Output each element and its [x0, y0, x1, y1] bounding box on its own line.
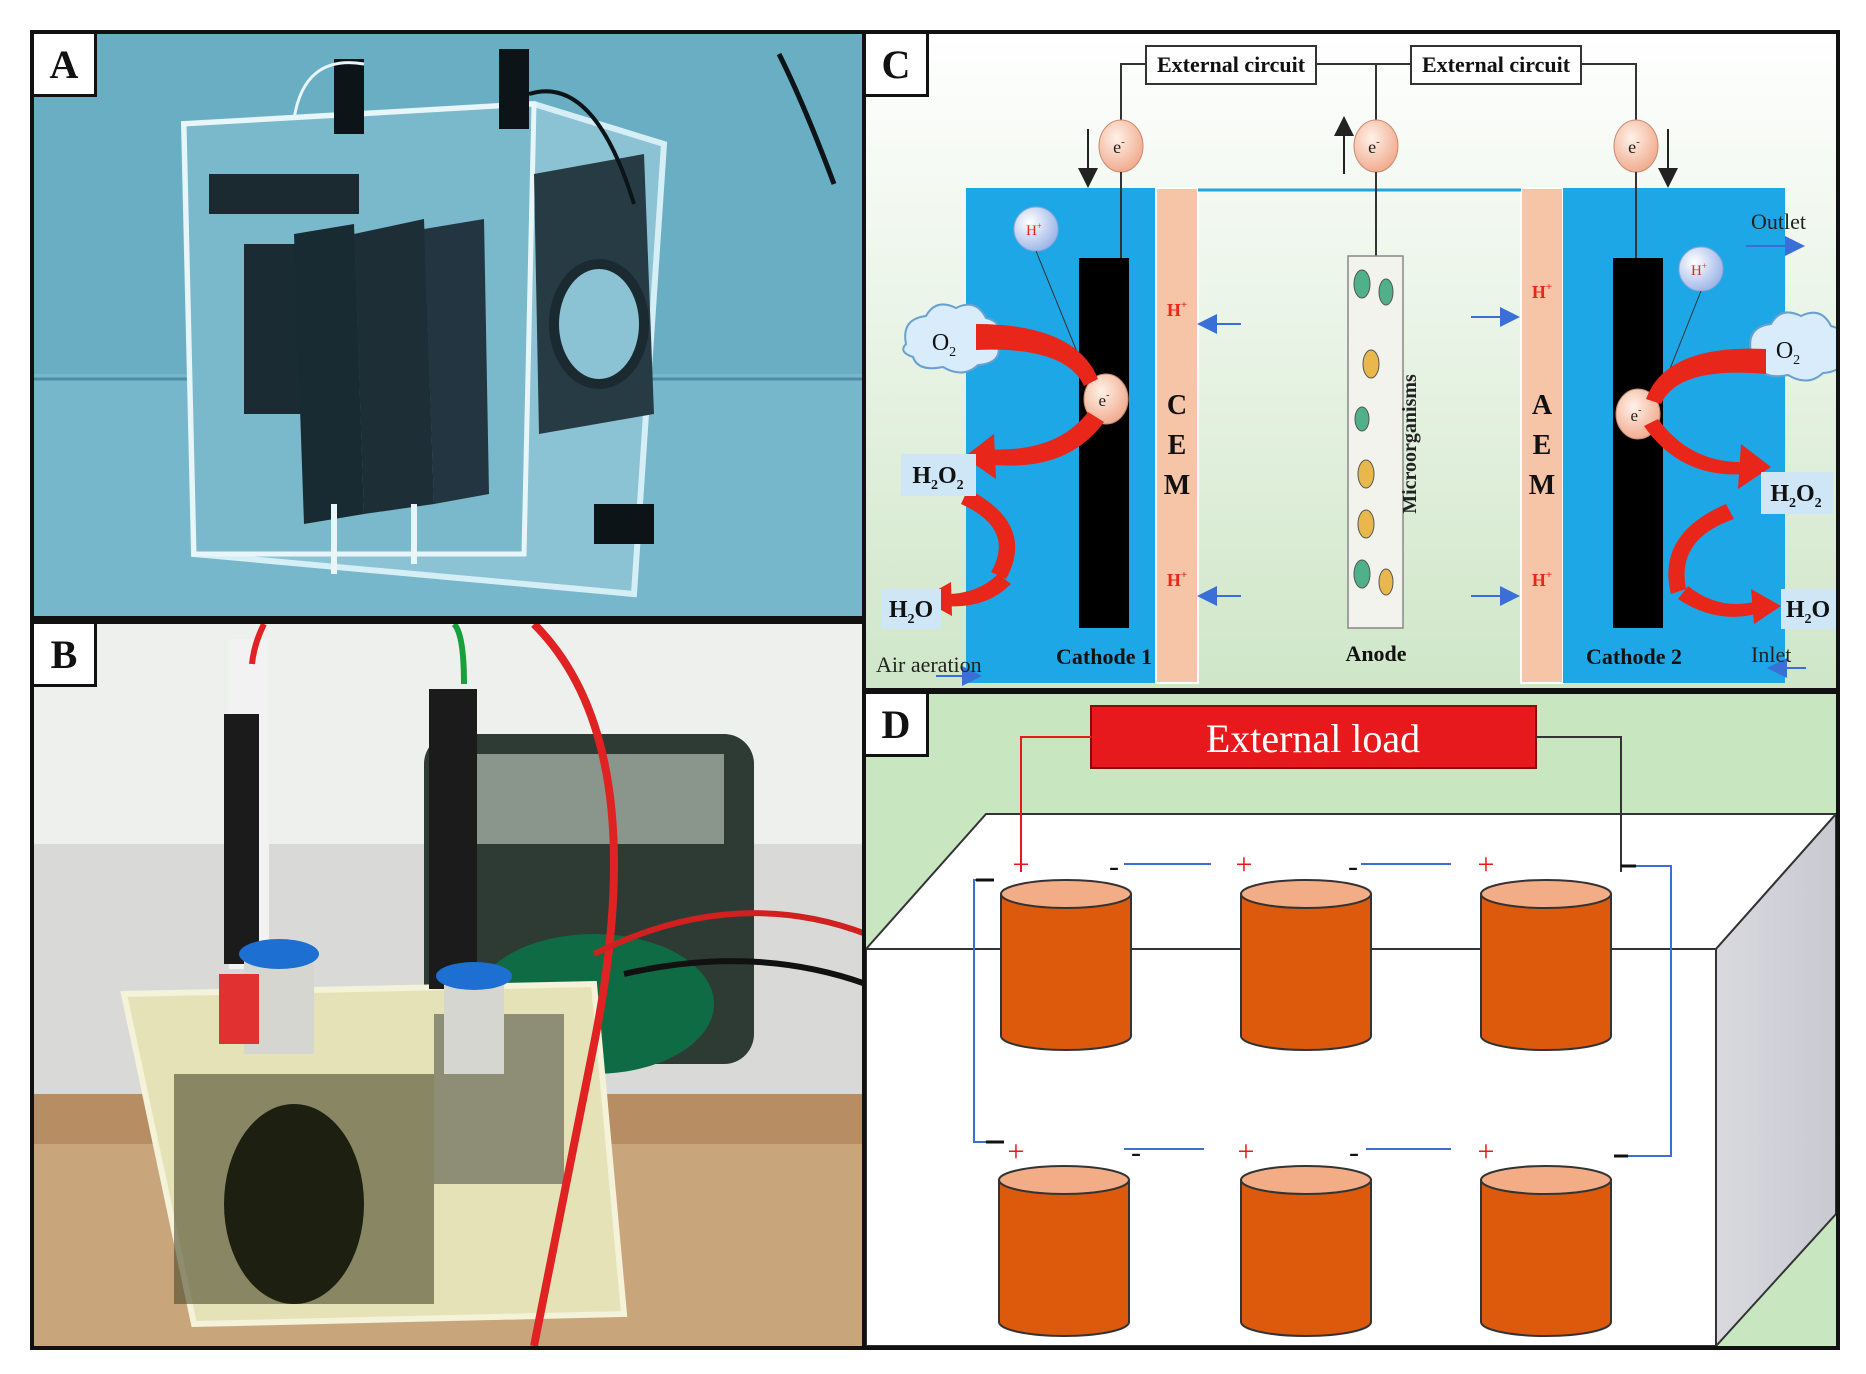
h2o-right: H2O — [1781, 589, 1836, 629]
svg-text:H+: H+ — [1532, 281, 1552, 302]
external-load-label: External load — [1206, 716, 1420, 761]
inlet-label: Inlet — [1751, 642, 1791, 667]
outlet-label: Outlet — [1751, 209, 1806, 234]
svg-text:A: A — [1532, 390, 1553, 421]
svg-text:-: - — [1131, 1136, 1141, 1169]
svg-text:H+: H+ — [1026, 221, 1042, 239]
svg-text:+: + — [1478, 1135, 1495, 1168]
external-circuit-right: External circuit — [1422, 52, 1571, 77]
svg-text:E: E — [1533, 430, 1552, 461]
h2o-left: H2O — [881, 589, 941, 629]
cathode-2-electrode — [1613, 258, 1663, 628]
svg-text:-: - — [1349, 1136, 1359, 1169]
cathode-1-electrode — [1079, 258, 1129, 628]
microbe-cells — [1353, 269, 1394, 596]
proton-flux-arrows — [936, 236, 1806, 686]
cell-bottom-2 — [1240, 1165, 1372, 1337]
panel-b-label: B — [34, 624, 97, 687]
cell-top-2 — [1240, 879, 1372, 1051]
external-load-box — [1090, 705, 1537, 769]
svg-text:e-: e- — [1368, 136, 1380, 157]
electron-wire-left: e- — [1078, 119, 1144, 188]
proton-ball-left: H+ — [1013, 206, 1087, 375]
electron-cathode-1: e- — [1083, 373, 1129, 425]
svg-text:H2O: H2O — [889, 597, 933, 627]
aem-label: A E M — [1529, 390, 1555, 501]
cem-label: C E M — [1164, 390, 1190, 501]
panel-b-photo — [34, 624, 866, 1346]
svg-text:e-: e- — [1113, 136, 1125, 157]
electron-wire-anode: e- — [1334, 116, 1399, 174]
svg-text:e-: e- — [1099, 390, 1110, 410]
cathode-chamber-2 — [1563, 188, 1785, 683]
svg-text:H+: H+ — [1167, 569, 1187, 590]
svg-text:+: + — [1478, 848, 1495, 881]
svg-text:+: + — [1238, 1135, 1255, 1168]
cathode-1-label: Cathode 1 — [1056, 644, 1152, 669]
panel-d: External load + - + - + — [862, 690, 1840, 1350]
cell-bottom-3 — [1480, 1165, 1612, 1337]
air-aeration-label: Air aeration — [876, 652, 982, 677]
microorganisms-label: Microorganisms — [1399, 374, 1421, 514]
panel-d-diagram: External load + - + - + — [866, 694, 1836, 1346]
h2o2-right: H2O2 — [1761, 472, 1833, 514]
aem-membrane — [1521, 188, 1563, 683]
h2o2-left: H2O2 — [901, 454, 976, 496]
anode-label: Anode — [1345, 641, 1406, 666]
svg-text:H2O2: H2O2 — [1770, 481, 1821, 511]
cathode-2-label: Cathode 2 — [1586, 644, 1682, 669]
anode-electrode — [1347, 255, 1404, 629]
panel-d-label: D — [866, 694, 929, 757]
panel-c: External circuit External circuit e- e- … — [862, 30, 1840, 692]
svg-text:C: C — [1167, 390, 1187, 421]
svg-text:O2: O2 — [1776, 338, 1800, 368]
panel-a: A — [30, 30, 870, 620]
panel-c-label: C — [866, 34, 929, 97]
svg-text:M: M — [1529, 470, 1555, 501]
external-circuit-left: External circuit — [1157, 52, 1306, 77]
svg-text:-: - — [1348, 850, 1358, 883]
svg-text:H2O2: H2O2 — [912, 463, 963, 493]
cell-top-3 — [1480, 879, 1612, 1051]
polarity-signs: + - + - + + - + - + — [1008, 848, 1495, 1169]
svg-text:-: - — [1109, 850, 1119, 883]
cem-membrane — [1156, 188, 1198, 683]
svg-text:M: M — [1164, 470, 1190, 501]
cell-top-1 — [1000, 879, 1132, 1051]
svg-text:H+: H+ — [1532, 569, 1552, 590]
svg-text:H+: H+ — [1167, 299, 1187, 320]
proton-labels: H+ H+ H+ H+ — [1167, 281, 1552, 590]
svg-text:+: + — [1008, 1135, 1025, 1168]
svg-text:+: + — [1013, 848, 1030, 881]
svg-text:H2O: H2O — [1786, 597, 1830, 627]
reaction-arrows — [921, 324, 1781, 624]
cell-bottom-1 — [998, 1165, 1130, 1337]
electron-wire-right: e- — [1613, 119, 1678, 188]
svg-text:O2: O2 — [932, 330, 956, 360]
panel-c-diagram: External circuit External circuit e- e- … — [866, 34, 1836, 688]
panel-a-label: A — [34, 34, 97, 97]
svg-text:e-: e- — [1631, 405, 1642, 425]
panel-a-photo — [34, 34, 866, 616]
svg-text:+: + — [1236, 848, 1253, 881]
svg-text:E: E — [1168, 430, 1187, 461]
svg-text:e-: e- — [1628, 136, 1640, 157]
svg-text:H+: H+ — [1691, 261, 1707, 279]
panel-b: B — [30, 620, 870, 1350]
